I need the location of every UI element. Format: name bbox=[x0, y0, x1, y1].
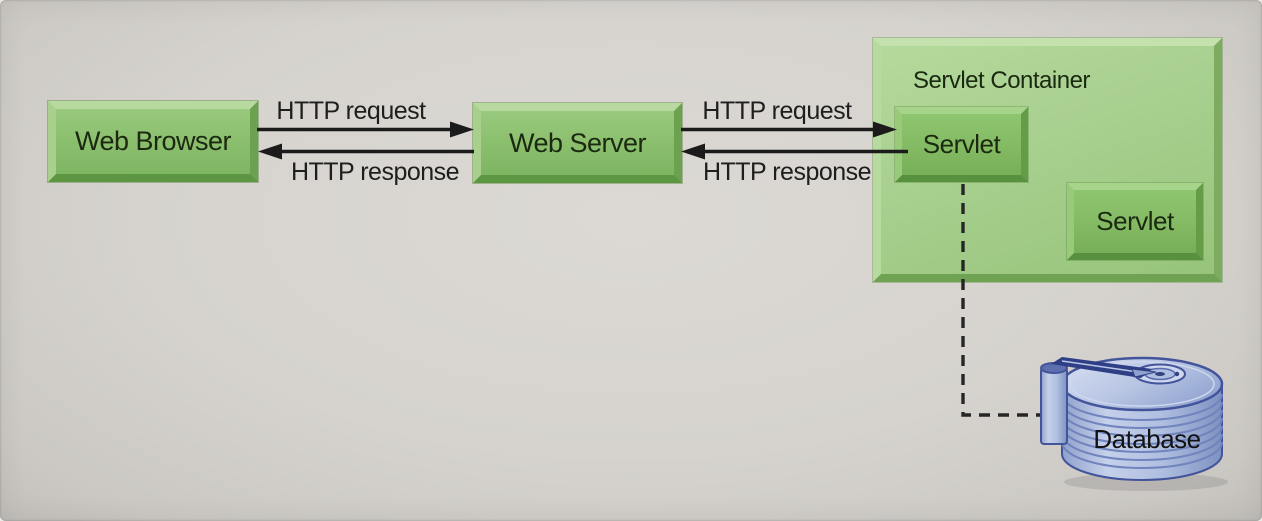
web-server-box: Web Server bbox=[473, 103, 682, 183]
http-request-label-1: HTTP request bbox=[276, 97, 426, 125]
database-icon bbox=[1040, 356, 1228, 491]
web-server-label: Web Server bbox=[508, 127, 647, 158]
servlet-box-2: Servlet bbox=[1067, 183, 1203, 260]
web-browser-box: Web Browser bbox=[48, 101, 258, 182]
servlet-container-box: Servlet Container Servlet Servlet bbox=[873, 38, 1222, 282]
servlet-container-label: Servlet Container bbox=[913, 67, 1090, 94]
servlet-label-2: Servlet bbox=[1096, 206, 1174, 236]
http-response-label-2: HTTP response bbox=[702, 158, 872, 186]
http-request-label-2: HTTP request bbox=[702, 97, 852, 125]
web-browser-label: Web Browser bbox=[74, 126, 232, 156]
http-response-label-1: HTTP response bbox=[290, 158, 460, 186]
database-node: Database bbox=[1036, 344, 1228, 494]
database-label: Database bbox=[1093, 424, 1201, 454]
servlet-label-1: Servlet bbox=[922, 129, 1001, 159]
servlet-box-1: Servlet bbox=[895, 107, 1028, 182]
